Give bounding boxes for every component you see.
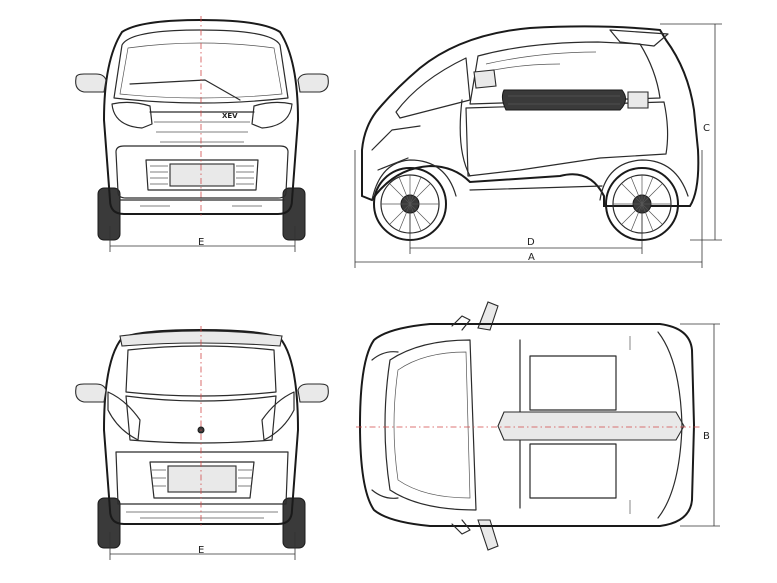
dimension-d: D (409, 210, 643, 254)
dimension-e-label-rear: E (198, 545, 204, 556)
dimension-e-label-front: E (198, 237, 204, 248)
dimension-c: C (660, 23, 722, 241)
dimension-e-rear: E (109, 532, 296, 560)
dimension-a-label: A (528, 252, 535, 263)
front-brand-badge: XEV (222, 112, 238, 120)
top-view (356, 301, 700, 551)
dimension-e-front: E (109, 226, 296, 252)
dimension-d-label: D (527, 237, 535, 248)
dimension-c-label: C (703, 123, 710, 134)
dimension-b: B (680, 323, 720, 527)
side-view (361, 25, 700, 241)
front-view: XEV (75, 16, 329, 241)
rear-view (75, 326, 329, 549)
dimension-a: A (354, 150, 703, 268)
dimension-b-label: B (703, 431, 710, 442)
